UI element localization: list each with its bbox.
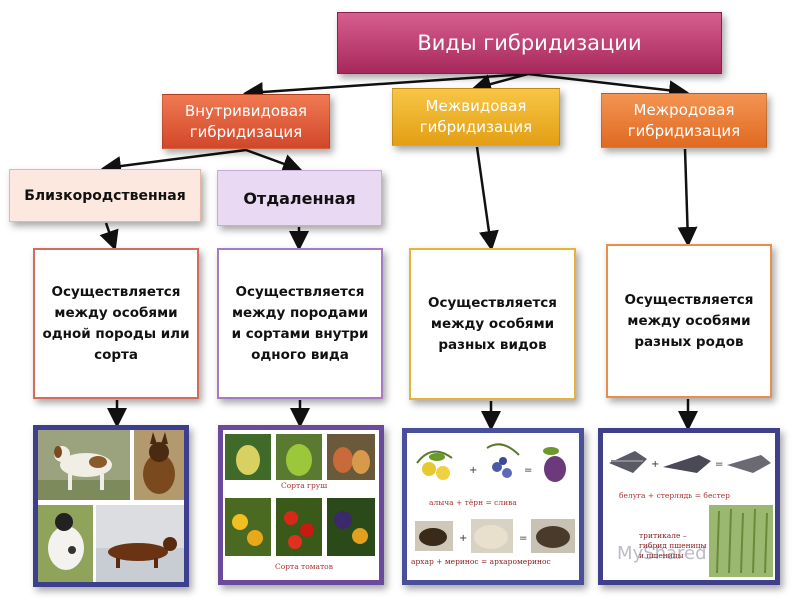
argali-caption: архар + меринос = архаромеринос bbox=[411, 557, 551, 566]
photo-pears-tomatoes: Сорта груш Сорта томатов bbox=[218, 425, 384, 585]
description-interspecific: Осуществляется между особями разных видо… bbox=[409, 248, 576, 400]
svg-text:+: + bbox=[651, 459, 659, 470]
svg-text:=: = bbox=[715, 459, 723, 470]
fruits-illustration bbox=[225, 434, 375, 556]
pears-tomatoes-collage: Сорта груш Сорта томатов bbox=[223, 430, 379, 580]
category-intraspecific: Внутривидовая гибридизация bbox=[162, 94, 330, 149]
pears-caption: Сорта груш bbox=[281, 481, 328, 490]
triticale-caption-3: и пшеницы bbox=[639, 551, 684, 560]
svg-text:=: = bbox=[524, 465, 532, 476]
arrow-intergen-desc bbox=[677, 148, 698, 247]
diagram-title-text: Виды гибридизации bbox=[417, 31, 642, 55]
description-close-text: Осуществляется между особями одной пород… bbox=[42, 283, 190, 363]
category-intergeneric-label: Межродовая гибридизация bbox=[627, 100, 741, 140]
description-intergeneric-text: Осуществляется между особями разных родо… bbox=[624, 291, 754, 350]
bester-caption: белуга + стерлядь = бестер bbox=[619, 491, 730, 500]
triticale-caption-1: тритикале – bbox=[639, 531, 687, 540]
svg-text:+: + bbox=[469, 465, 477, 476]
photo-dogs bbox=[33, 425, 189, 587]
category-intraspecific-label: Внутривидовая гибридизация bbox=[184, 101, 308, 141]
bester-triticale-illustration: + = bbox=[609, 451, 773, 577]
arrow-title-inter bbox=[471, 72, 529, 94]
category-interspecific: Межвидовая гибридизация bbox=[392, 88, 560, 146]
category-intergeneric: Межродовая гибридизация bbox=[601, 93, 767, 148]
description-interspecific-text: Осуществляется между особями разных видо… bbox=[428, 294, 557, 353]
description-intergeneric: Осуществляется между особями разных родо… bbox=[606, 244, 772, 398]
hybrids-illustration: + = + = bbox=[415, 443, 575, 553]
subcategory-close-label: Близкородственная bbox=[24, 187, 186, 204]
bester-triticale-collage: + = белуга + стерлядь = бестер тритикале… bbox=[603, 433, 775, 580]
arrow-inter-desc bbox=[475, 146, 499, 251]
plum-argali-collage: + = + = алыча + тёрн = слива архар + мер… bbox=[407, 433, 579, 580]
arrow-intra-close bbox=[101, 148, 247, 177]
plum-caption: алыча + тёрн = слива bbox=[429, 498, 517, 507]
dogs-illustration bbox=[38, 430, 184, 582]
photo-plum-argali: + = + = алыча + тёрн = слива архар + мер… bbox=[402, 428, 584, 585]
arrow-title-intergen bbox=[527, 72, 689, 101]
category-interspecific-label: Межвидовая гибридизация bbox=[419, 97, 533, 136]
watermark: MyShared bbox=[617, 543, 707, 564]
arrow-intra-distant bbox=[245, 148, 303, 174]
photo-bester-triticale: + = белуга + стерлядь = бестер тритикале… bbox=[598, 428, 780, 585]
dogs-collage bbox=[38, 430, 184, 582]
description-distant-text: Осуществляется между породами и сортами … bbox=[231, 283, 369, 363]
tomatoes-caption: Сорта томатов bbox=[275, 562, 333, 571]
description-distant: Осуществляется между породами и сортами … bbox=[217, 248, 383, 399]
triticale-caption-2: гибрид пшеницы bbox=[639, 541, 707, 550]
subcategory-close: Близкородственная bbox=[9, 169, 201, 222]
subcategory-distant: Отдаленная bbox=[217, 170, 382, 226]
arrow-close-desc bbox=[99, 222, 119, 251]
diagram-title: Виды гибридизации bbox=[337, 12, 722, 74]
subcategory-distant-label: Отдаленная bbox=[243, 188, 356, 208]
svg-text:=: = bbox=[519, 533, 527, 544]
description-close: Осуществляется между особями одной пород… bbox=[33, 248, 199, 399]
svg-text:+: + bbox=[459, 533, 467, 544]
